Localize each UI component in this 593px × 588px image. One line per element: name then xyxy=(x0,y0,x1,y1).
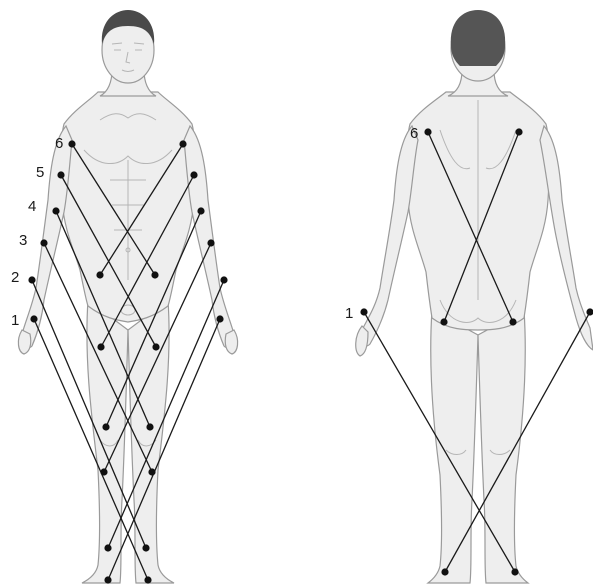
acupoint-dot-6 xyxy=(197,207,204,214)
acupoint-dot-8 xyxy=(207,239,214,246)
front-label-6: 6 xyxy=(55,135,63,152)
back-left-arm xyxy=(361,126,418,346)
back-figure xyxy=(356,10,593,583)
acupoint-dot-10 xyxy=(220,276,227,283)
back-right-leg xyxy=(478,310,528,583)
front-label-2: 2 xyxy=(11,269,19,286)
acupoint-dot-24 xyxy=(144,576,151,583)
acupoint-dot-7 xyxy=(40,239,47,246)
acupoint-dot-22 xyxy=(142,544,149,551)
front-left-leg xyxy=(82,300,128,583)
acupoint-dot-29 xyxy=(360,308,367,315)
back-right-arm xyxy=(540,126,593,350)
back-left-leg xyxy=(428,310,478,583)
acupoint-dot-23 xyxy=(104,576,111,583)
acupoint-dot-1 xyxy=(68,140,75,147)
acupoint-dot-20 xyxy=(148,468,155,475)
acupoint-dot-27 xyxy=(440,318,447,325)
front-left-hand xyxy=(18,330,30,354)
front-right-hand xyxy=(225,330,237,354)
acupoint-dot-14 xyxy=(151,271,158,278)
acupoint-dot-3 xyxy=(57,171,64,178)
acupoint-dot-18 xyxy=(146,423,153,430)
acupoint-dot-5 xyxy=(52,207,59,214)
acupoint-dot-13 xyxy=(96,271,103,278)
back-label-6: 6 xyxy=(410,125,418,142)
acupoint-dot-32 xyxy=(511,568,518,575)
acupoint-dot-16 xyxy=(152,343,159,350)
acupoint-dot-15 xyxy=(97,343,104,350)
acupoint-dot-11 xyxy=(30,315,37,322)
acupoint-dot-2 xyxy=(179,140,186,147)
acupoint-dot-25 xyxy=(424,128,431,135)
back-left-hand xyxy=(356,326,368,356)
acupoint-dot-28 xyxy=(509,318,516,325)
front-label-1: 1 xyxy=(11,312,19,329)
back-label-1: 1 xyxy=(345,305,353,322)
acupoint-dot-12 xyxy=(216,315,223,322)
back-hair xyxy=(451,10,505,66)
acupoint-dot-4 xyxy=(190,171,197,178)
front-label-4: 4 xyxy=(28,198,36,215)
acupoint-dot-19 xyxy=(100,468,107,475)
acupoint-dot-21 xyxy=(104,544,111,551)
acupoint-dot-30 xyxy=(586,308,593,315)
acupoint-dot-17 xyxy=(102,423,109,430)
acupoint-dot-31 xyxy=(441,568,448,575)
front-label-5: 5 xyxy=(36,164,44,181)
front-label-3: 3 xyxy=(19,232,27,249)
acupoint-dot-9 xyxy=(28,276,35,283)
acupoint-dot-26 xyxy=(515,128,522,135)
